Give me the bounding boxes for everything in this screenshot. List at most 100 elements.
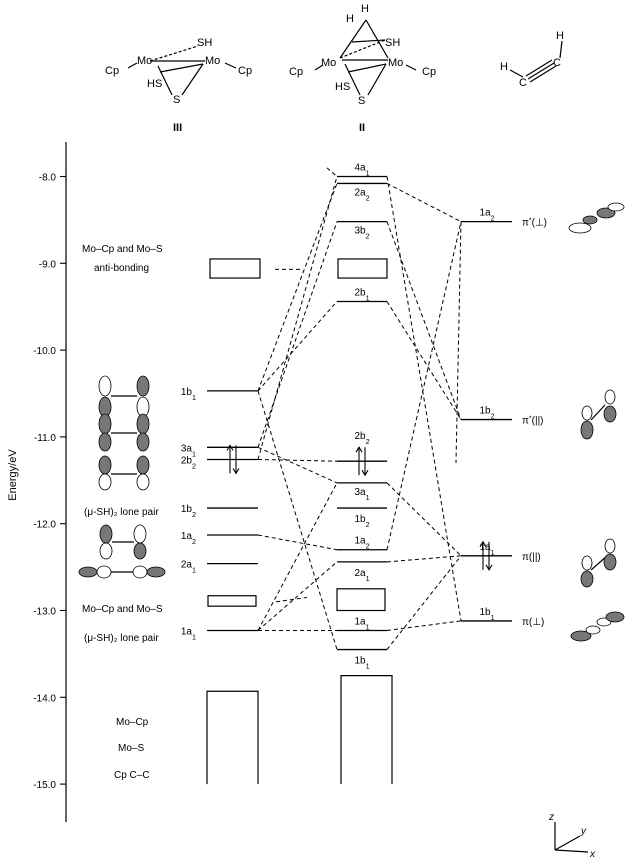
arrow-head <box>361 469 369 477</box>
band-label-mo-s: Mo–S <box>118 743 144 754</box>
tick-label: -11.0 <box>34 433 56 444</box>
correlation-line <box>257 176 338 460</box>
band-box-III-low <box>206 690 259 785</box>
correlation-line <box>257 390 338 650</box>
orbital-pi-perp-icon <box>570 611 625 642</box>
h-label: H <box>361 3 369 15</box>
orbital-pi-parallel-icon <box>580 538 617 588</box>
level-label-II-4a1: 4a1 <box>354 163 369 178</box>
cp-right-label: Cp <box>422 66 436 78</box>
tick-label: -8.0 <box>39 173 57 184</box>
structure-III: Cp Mo Mo Cp SH HS S III <box>105 37 252 134</box>
tick-label: -10.0 <box>33 346 56 357</box>
level-label-III-1a1: 1a1 <box>181 626 196 641</box>
orbital-3a1-icon <box>98 413 150 452</box>
orbital-pi-star-perp-icon <box>568 202 625 234</box>
correlation-line <box>257 183 338 392</box>
tick-label: -14.0 <box>33 693 56 704</box>
mo-left-label: Mo <box>137 55 152 67</box>
level-desc-C2H2-1b1: π(⊥) <box>522 617 544 628</box>
tick-label: -9.0 <box>39 259 57 270</box>
mo-right-label: Mo <box>388 57 403 69</box>
level-desc-C2H2-1a2: π*(⊥) <box>522 217 547 229</box>
sh-label: SH <box>197 37 212 49</box>
correlation-line <box>257 446 338 484</box>
level-label-C2H2-1a1: 1a1 <box>479 542 494 557</box>
axis-z-label: z <box>548 812 554 823</box>
structure-II: Cp Mo Mo Cp H H SH HS S II <box>289 3 436 134</box>
axis-x-label: x <box>589 849 596 858</box>
orbital-1a2-icon <box>99 524 147 560</box>
level-label-II-2b2: 2b2 <box>354 431 369 446</box>
level-label-C2H2-1a2: 1a2 <box>479 208 494 223</box>
h-label: H <box>346 13 354 25</box>
correlation-line <box>257 221 338 448</box>
level-label-II-1b2: 1b2 <box>354 514 369 529</box>
electron-pair-C2H2-1a1 <box>479 540 493 571</box>
coordinate-axes-icon: z y x <box>548 812 596 858</box>
axis-label: Energy/eV <box>7 449 19 501</box>
structure-label-II: II <box>359 122 365 134</box>
cp-left-label: Cp <box>289 66 303 78</box>
level-label-II-1a2: 1a2 <box>354 536 369 551</box>
correlation-line <box>455 221 462 463</box>
level-label-III-1b1: 1b1 <box>181 387 196 402</box>
electron-arrows <box>226 444 493 571</box>
c-label: C <box>553 57 561 69</box>
level-label-III-1a2: 1a2 <box>181 531 196 546</box>
band-layer <box>206 258 393 785</box>
level-label-II-2a1: 2a1 <box>354 568 369 583</box>
correlation-line <box>386 182 462 223</box>
level-label-III-2a1: 2a1 <box>181 560 196 575</box>
level-desc-C2H2-1a1: π(||) <box>522 552 541 563</box>
correlation-line <box>257 458 338 462</box>
level-label-II-2a2: 2a2 <box>354 187 369 202</box>
band-label-cp-cc: Cp C–C <box>114 770 150 781</box>
mo-right-label: Mo <box>205 55 220 67</box>
band-label-mo-cp: Mo–Cp <box>116 717 149 728</box>
hs-label: HS <box>147 78 162 90</box>
s-label: S <box>358 95 365 107</box>
annotation-lone-pair-upper: (μ-SH)₂ lone pair <box>84 507 159 518</box>
mo-left-label: Mo <box>321 57 336 69</box>
correlation-line <box>257 482 338 631</box>
orbital-illustrations-left <box>78 375 166 579</box>
correlation-line <box>326 167 338 177</box>
hs-label: HS <box>335 81 350 93</box>
tick-label: -15.0 <box>33 780 56 791</box>
energy-axis: Energy/eV <box>7 142 67 822</box>
level-label-III-2b2: 2b2 <box>181 455 196 470</box>
level-label-C2H2-1b1: 1b1 <box>479 607 494 622</box>
band-link <box>275 596 308 603</box>
level-label-II-3b2: 3b2 <box>354 226 369 241</box>
band-box-II-mid <box>336 588 386 612</box>
level-label-II-2b1: 2b1 <box>354 287 369 302</box>
arrow-head <box>226 444 234 451</box>
structure-label-III: III <box>173 122 182 134</box>
correlation-line <box>386 555 462 563</box>
correlation-lines <box>257 167 462 650</box>
correlation-line <box>386 221 462 550</box>
cp-left-label: Cp <box>105 65 119 77</box>
h-label: H <box>556 30 564 42</box>
correlation-line <box>386 555 462 650</box>
correlation-line <box>386 482 462 557</box>
correlation-line <box>257 534 338 551</box>
annotation-antibonding-line2: anti-bonding <box>94 263 149 274</box>
cp-right-label: Cp <box>238 65 252 77</box>
level-label-III-3a1: 3a1 <box>181 443 196 458</box>
h-label: H <box>500 61 508 73</box>
tick-label: -12.0 <box>33 520 56 531</box>
correlation-line <box>386 176 462 621</box>
correlation-line <box>386 301 462 420</box>
correlation-line <box>257 561 338 631</box>
annotation-antibonding-line1: Mo–Cp and Mo–S <box>82 244 163 255</box>
arrow-head <box>485 564 493 571</box>
orbital-pi-star-parallel-icon <box>580 389 617 440</box>
level-label-II-3a1: 3a1 <box>354 487 369 502</box>
orbital-illustrations-right <box>568 202 625 642</box>
structure-acetylene: H C C H <box>500 30 564 89</box>
tick-label: -13.0 <box>33 607 56 618</box>
level-label-II-1b1: 1b1 <box>354 656 369 671</box>
